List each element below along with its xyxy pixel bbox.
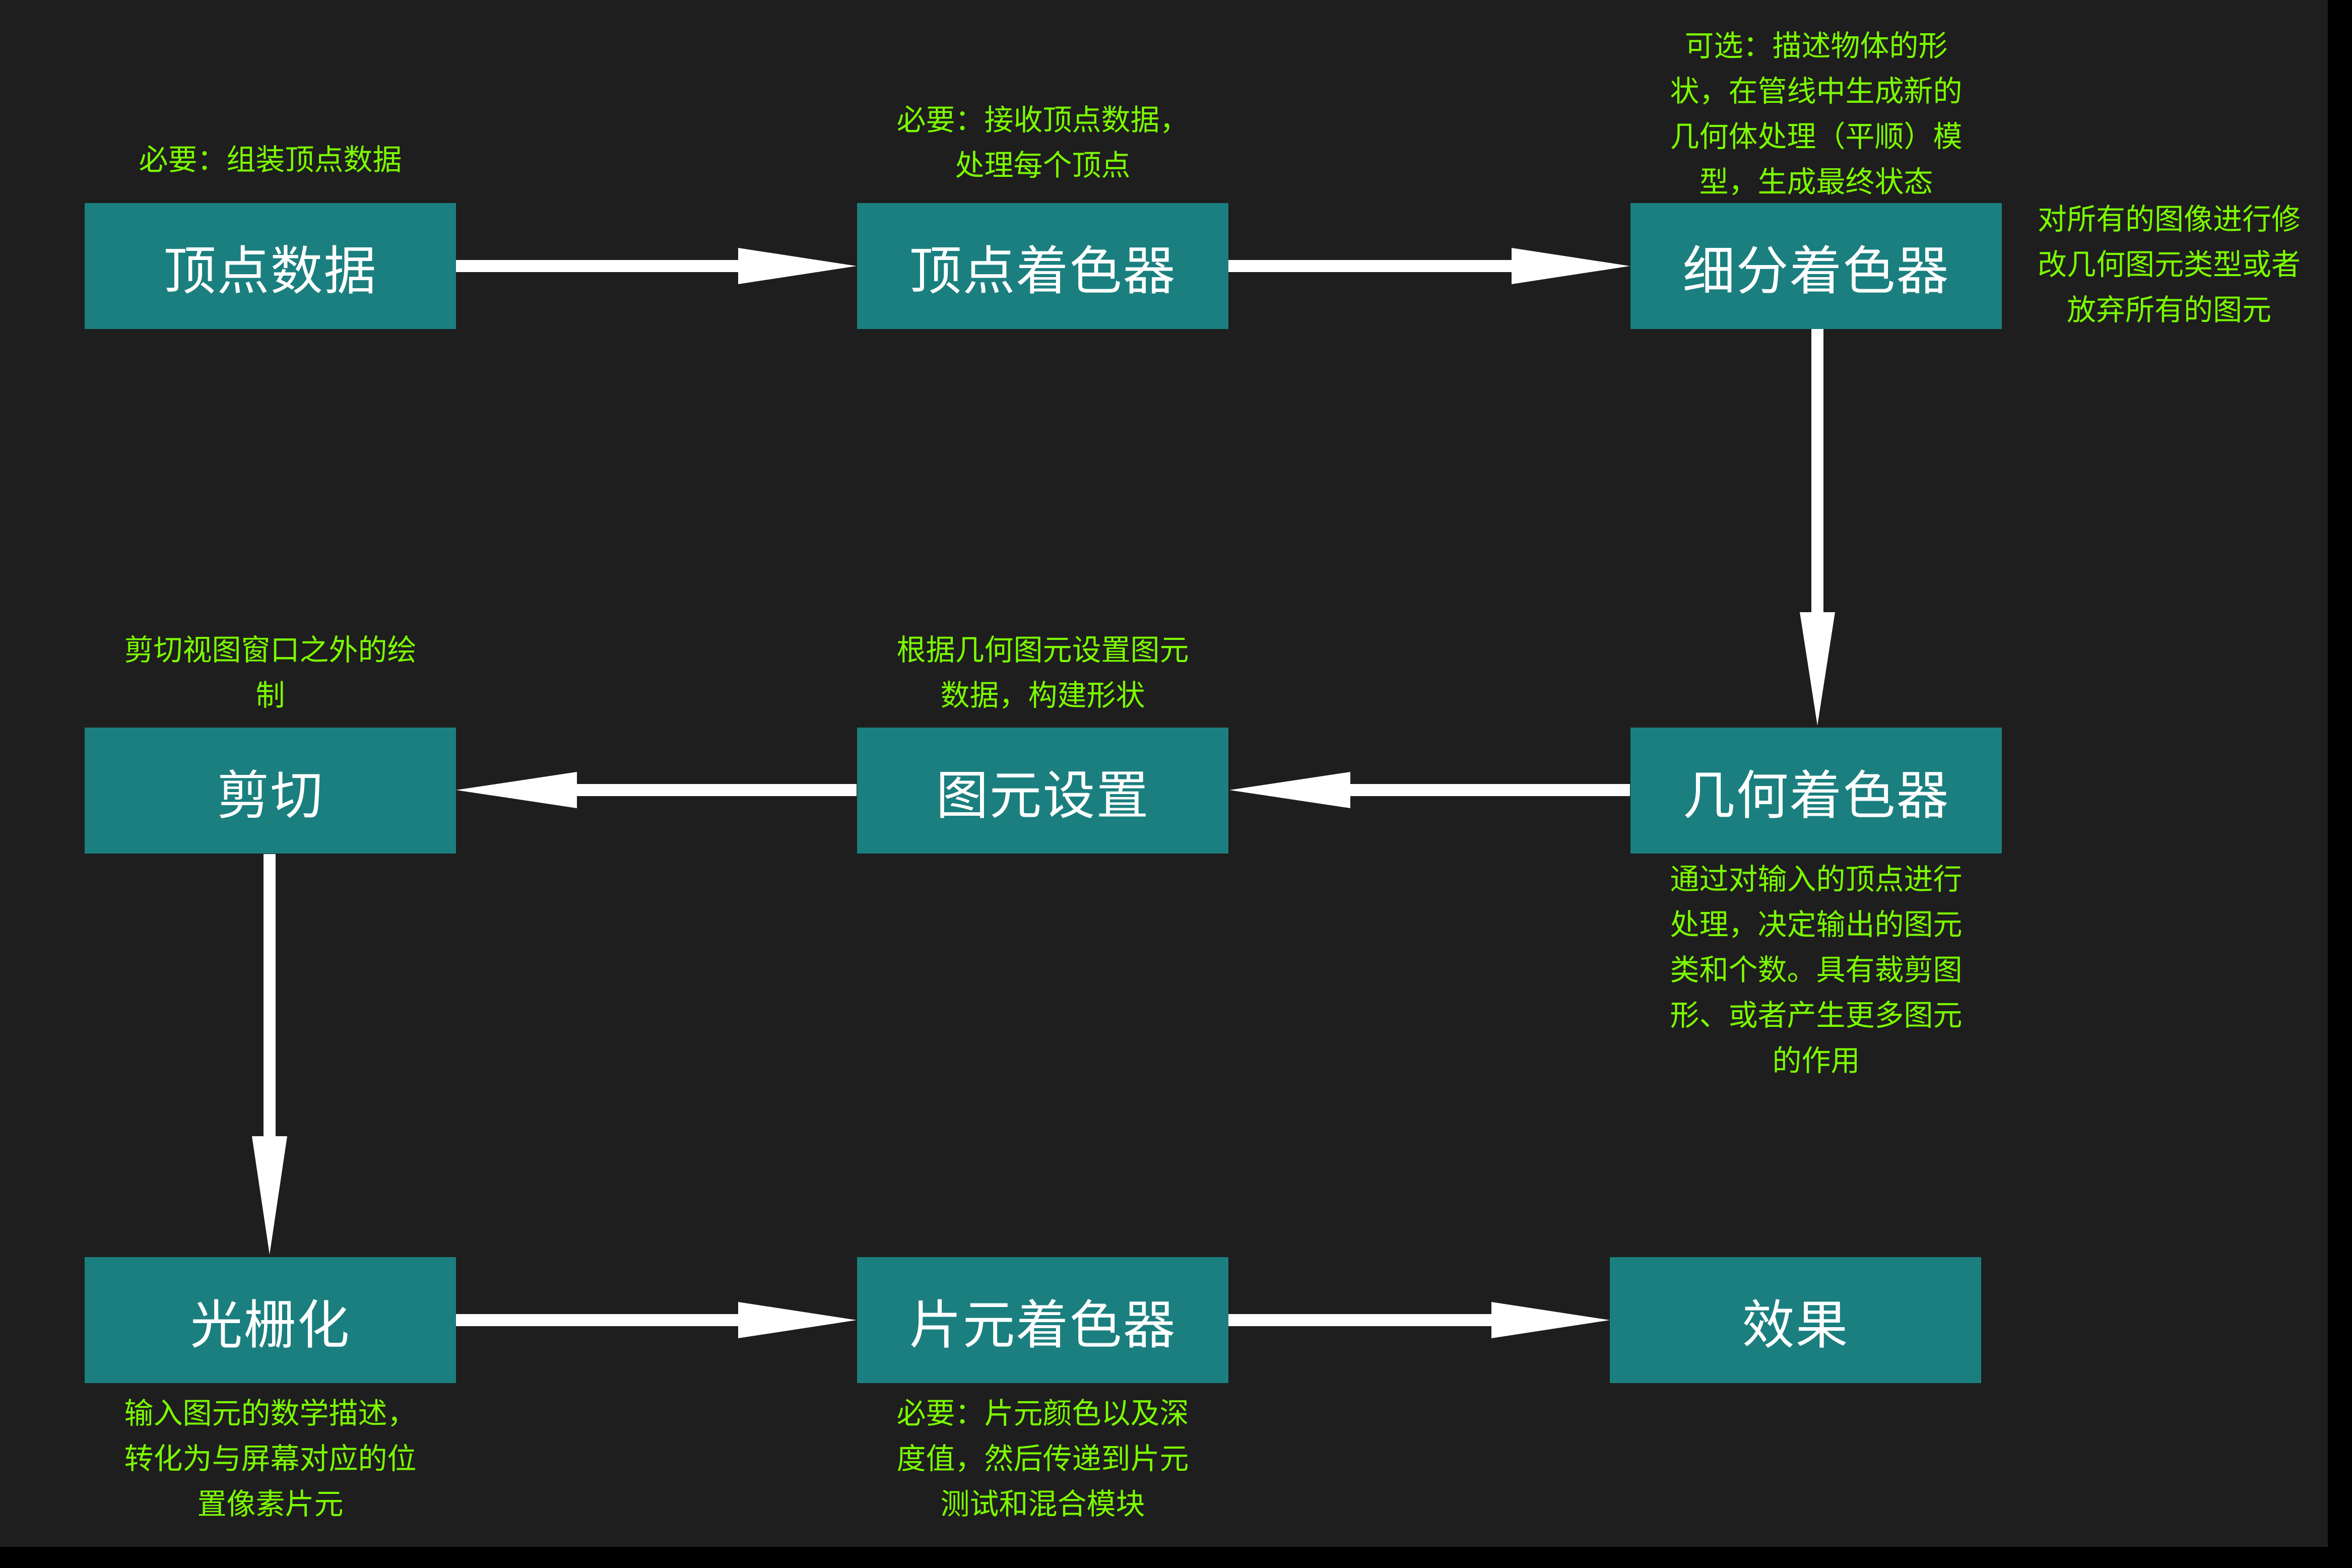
note-vertex-data: 必要：组装顶点数据 (139, 143, 402, 177)
arrow-vertex-shader-to-tessellation (1228, 248, 1630, 284)
arrow-layer (252, 248, 1835, 1338)
note-primitive-setup: 根据几何图元设置图元 数据，构建形状 (896, 633, 1189, 712)
note-clipping: 剪切视图窗口之外的绘 制 (124, 633, 417, 712)
arrow-geometry-to-primitive-setup (1229, 772, 1630, 808)
arrow-fragment-shader-to-result (1228, 1302, 1610, 1338)
arrow-rasterization-to-fragment-shader (456, 1302, 857, 1338)
node-fragment-shader: 片元着色器 (857, 1257, 1228, 1383)
node-result: 效果 (1610, 1257, 1981, 1383)
node-vertex-data: 顶点数据 (85, 203, 456, 329)
node-rasterization: 光栅化 (85, 1257, 456, 1383)
arrow-primitive-setup-to-clipping (456, 772, 857, 808)
pipeline-diagram: 顶点数据 顶点着色器 细分着色器 几何着色器 图元设置 剪切 光栅化 片元着色器… (0, 0, 2328, 1547)
arrow-clipping-to-rasterization (252, 854, 287, 1255)
note-vertex-shader: 必要：接收顶点数据， 处理每个顶点 (896, 103, 1189, 182)
note-tessellation-shader: 可选：描述物体的形 状，在管线中生成新的 几何体处理（平顺）模 型，生成最终状态 (1670, 29, 1963, 199)
note-tessellation-side: 对所有的图像进行修 改几何图元类型或者 放弃所有的图元 (2037, 202, 2301, 327)
node-primitive-setup: 图元设置 (857, 728, 1228, 854)
node-geometry-shader: 几何着色器 (1630, 728, 2002, 854)
arrow-tessellation-to-geometry (1800, 328, 1835, 726)
node-vertex-shader: 顶点着色器 (857, 203, 1228, 329)
note-rasterization: 输入图元的数学描述， 转化为与屏幕对应的位 置像素片元 (124, 1396, 417, 1521)
node-clipping: 剪切 (85, 728, 456, 854)
note-fragment-shader: 必要：片元颜色以及深 度值，然后传递到片元 测试和混合模块 (896, 1396, 1189, 1521)
node-tessellation-shader: 细分着色器 (1630, 203, 2002, 329)
arrow-vertex-data-to-vertex-shader (456, 248, 857, 284)
note-geometry-shader: 通过对输入的顶点进行 处理，决定输出的图元 类和个数。具有裁剪图 形、或者产生更… (1670, 862, 1963, 1078)
